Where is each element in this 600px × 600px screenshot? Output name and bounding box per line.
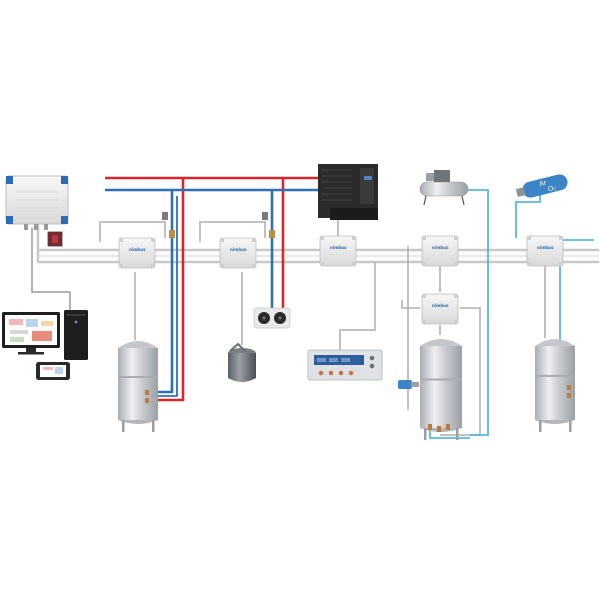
interconnect-cables [99,212,546,436]
tank-1[interactable] [118,341,158,432]
cable-node5-right [440,307,481,436]
master-controller[interactable] [5,175,69,230]
tank-3[interactable] [535,339,575,432]
node-3-label: nimbus [330,245,347,250]
pump[interactable] [228,342,256,382]
cable-node5-left [401,300,420,309]
smartphone[interactable] [36,362,70,380]
node-6-label: nimbus [537,245,554,250]
valve-1 [162,212,175,238]
cable-node3-display [339,262,376,350]
valve-2 [262,212,275,238]
lcd-readout: 888 888 888 [317,358,350,364]
node-2[interactable]: nimbus [219,237,257,269]
node-4-label: nimbus [432,245,449,250]
gas-cylinder[interactable]: Ar O₂ [515,173,569,201]
gas-label-o2: O₂ [547,184,557,193]
node-5-label: nimbus [432,303,449,308]
cooling-fan-unit[interactable] [253,307,291,329]
display-panel[interactable]: 888 888 888 [307,349,383,381]
cable-node1-left [99,221,166,242]
node-1[interactable]: nimbus [118,237,156,269]
signal-bus [31,223,600,311]
tank-1-fittings [145,390,149,403]
tanks [118,339,575,440]
hot-pipe-branch-1 [148,178,185,402]
node-3[interactable]: nimbus [319,235,357,267]
chiller-unit[interactable] [318,164,378,220]
gas-label-ar: Ar [539,180,548,189]
air-line-compressor [468,189,489,436]
tank-2[interactable] [420,339,462,440]
tank-2-fittings [428,424,450,432]
gas-line-cylinder [515,195,541,238]
cable-node2-left [199,221,266,242]
node-5[interactable]: nimbus [421,293,459,325]
io-module [47,231,63,247]
node-2-label: nimbus [230,247,247,252]
pc-workstation[interactable] [2,310,88,360]
agitator-motor [398,380,419,389]
air-compressor[interactable] [419,170,469,206]
tank-3-fittings [567,385,571,398]
node-1-label: nimbus [129,247,146,252]
pc-cable [31,227,71,311]
node-6[interactable]: nimbus [526,235,564,267]
valves [162,212,275,238]
node-boxes: nimbus nimbus nimbus nimbus nimbus nimbus [118,235,564,325]
node-4[interactable]: nimbus [421,235,459,267]
